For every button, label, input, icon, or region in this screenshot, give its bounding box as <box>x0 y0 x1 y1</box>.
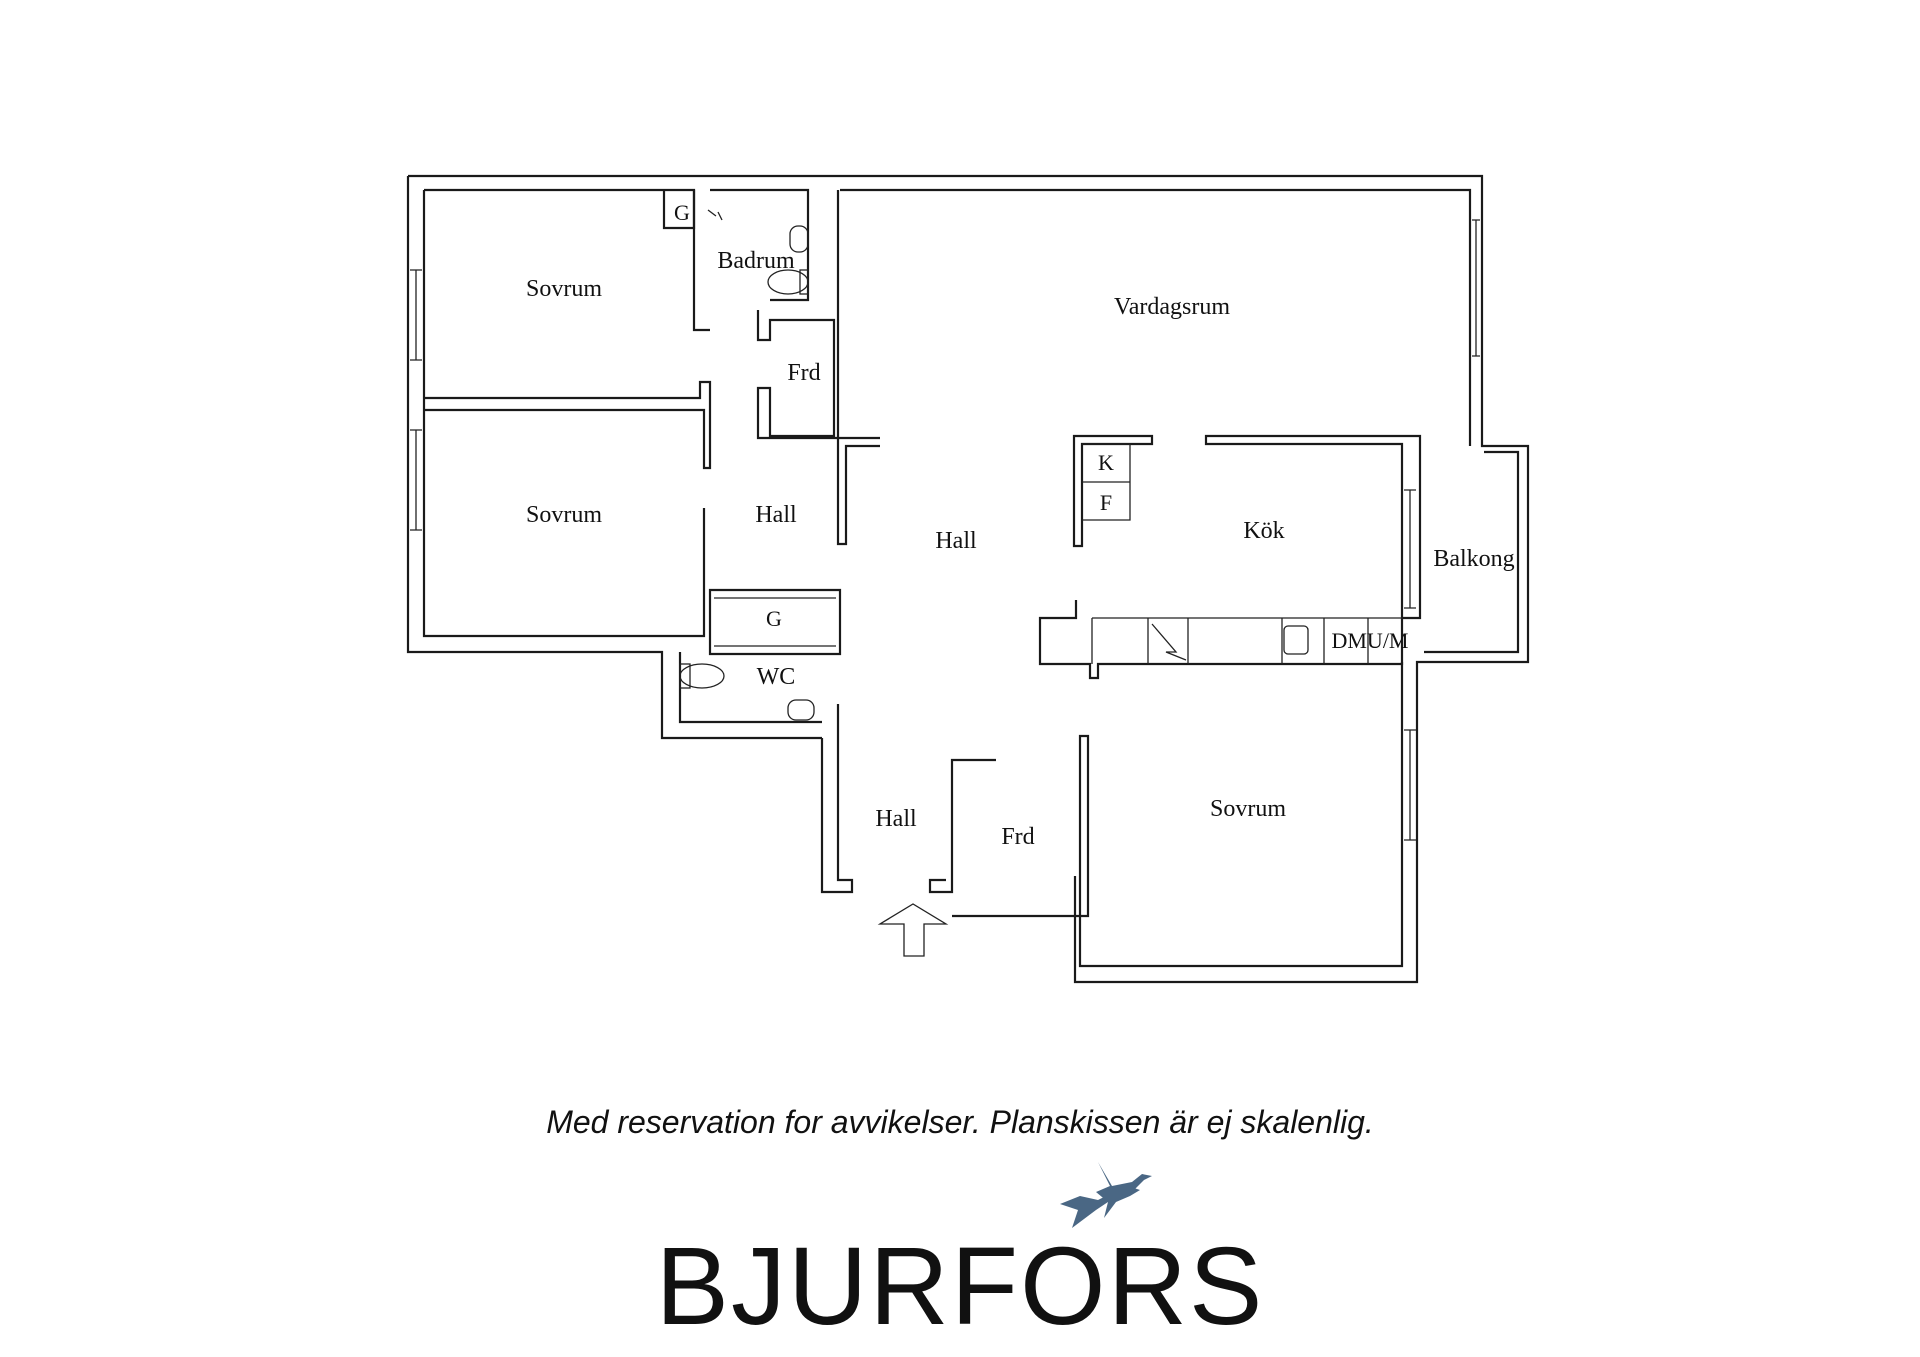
label-f: F <box>1100 490 1112 515</box>
faucet-icon <box>707 209 723 221</box>
label-hall-3: Hall <box>875 806 917 832</box>
label-g-1: G <box>674 200 690 225</box>
sink-icon <box>787 699 815 721</box>
label-wc: WC <box>757 664 796 690</box>
label-k: K <box>1098 450 1114 475</box>
disclaimer-text: Med reservation for avvikelser. Planskis… <box>546 1104 1374 1140</box>
label-vardagsrum: Vardagsrum <box>1114 294 1230 320</box>
label-kok: Kök <box>1243 518 1284 544</box>
sink-icon <box>789 225 809 253</box>
label-frd-2: Frd <box>1001 824 1034 850</box>
label-hall-1: Hall <box>755 502 797 528</box>
floor-plan-walls <box>406 174 1530 984</box>
label-frd-1: Frd <box>787 360 820 386</box>
toilet-icon <box>679 663 725 689</box>
geese-icon <box>1060 1162 1152 1228</box>
label-dmu: DMU/M <box>1331 628 1408 653</box>
label-balkong: Balkong <box>1433 546 1514 572</box>
bathroom-fixtures <box>679 209 815 721</box>
label-sovrum-1: Sovrum <box>526 276 602 302</box>
label-sovrum-2: Sovrum <box>526 502 602 528</box>
label-sovrum-3: Sovrum <box>1210 796 1286 822</box>
label-g-2: G <box>766 606 782 631</box>
label-hall-2: Hall <box>935 528 977 554</box>
entrance-arrow-icon <box>877 903 949 957</box>
brand-logo-text: BJURFORS <box>655 1225 1265 1348</box>
label-badrum: Badrum <box>717 248 795 274</box>
